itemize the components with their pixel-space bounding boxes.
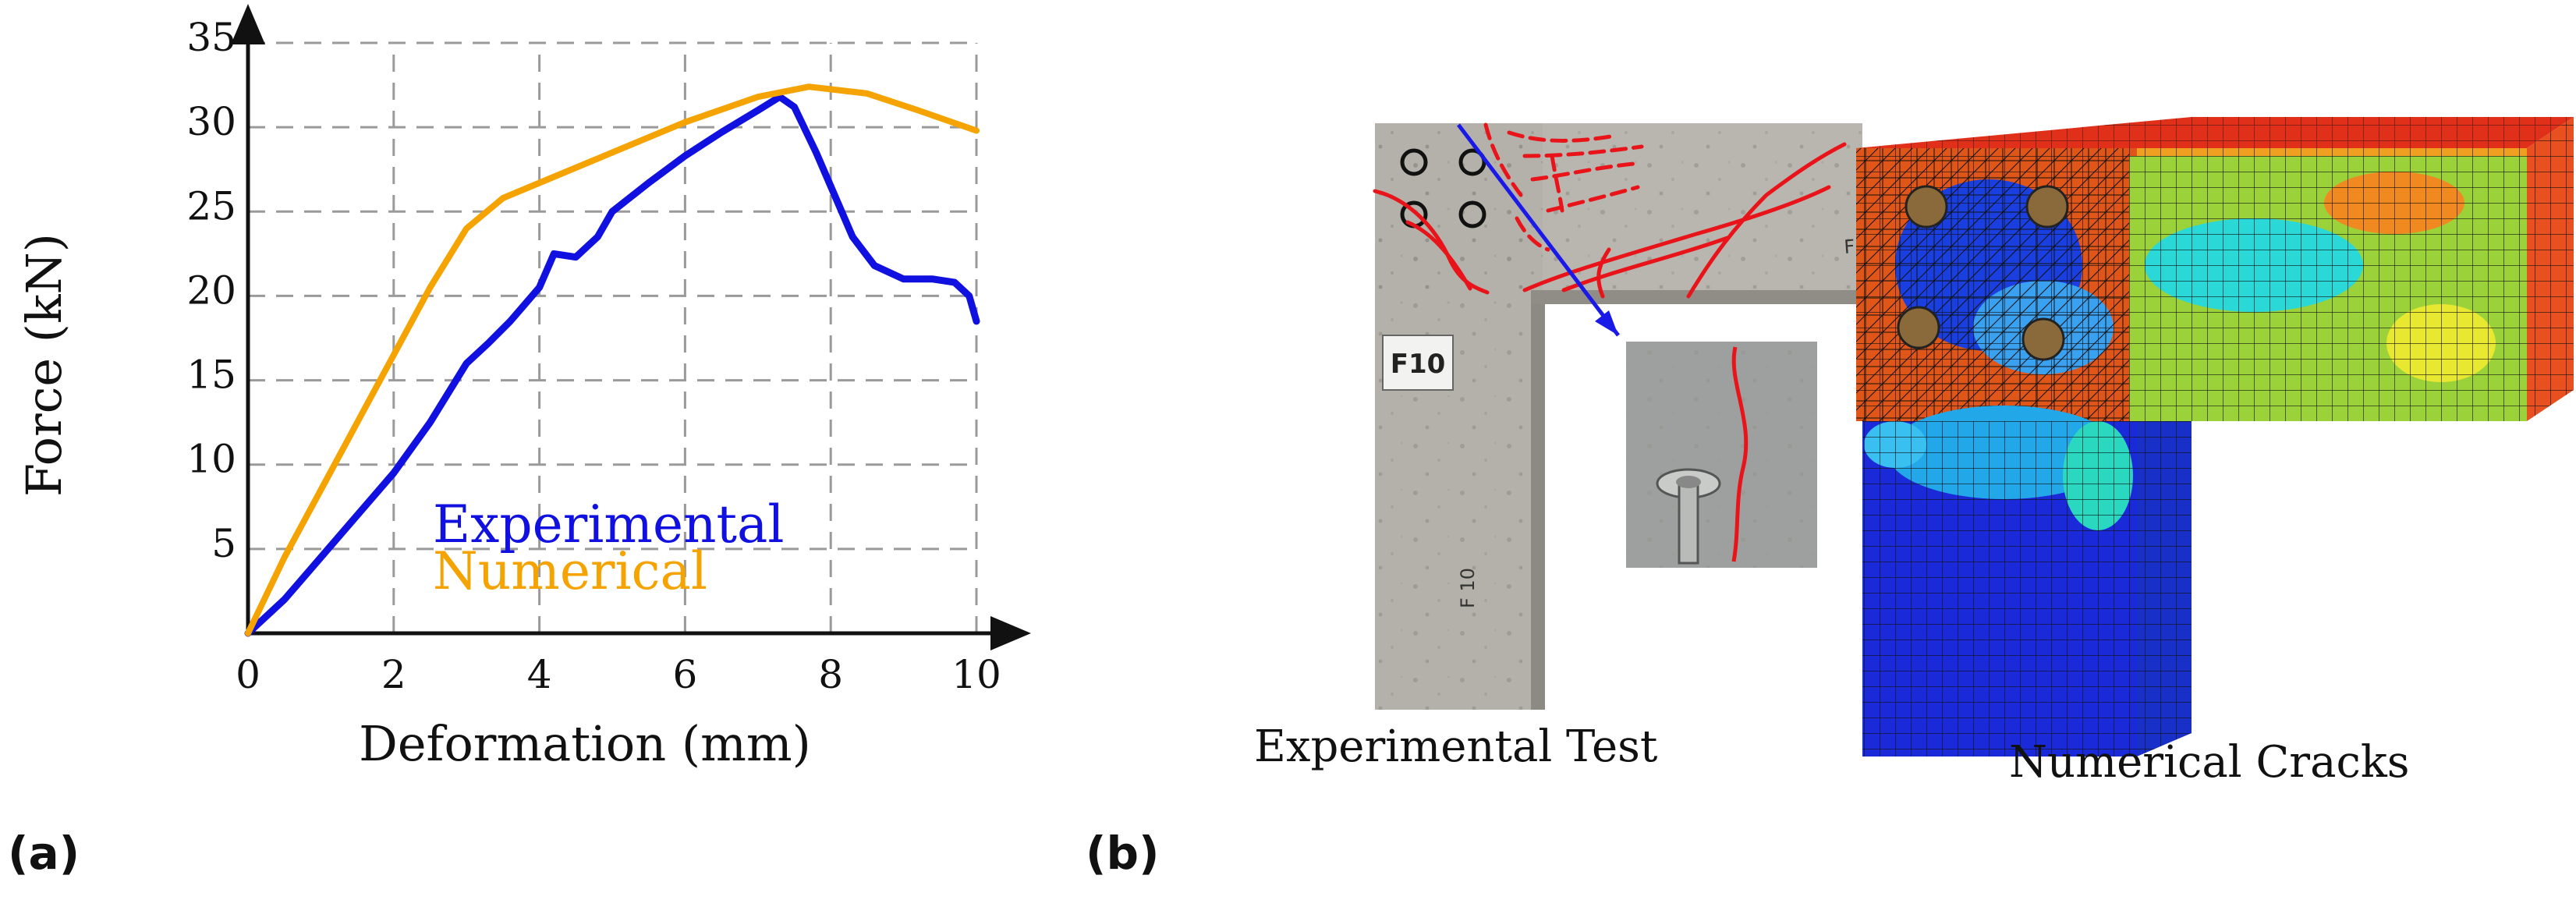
force-deformation-chart: 0 2 4 6 8 10 5 10 15 20 25 30 35 Deformation (mm) Fo… bbox=[16, 4, 1031, 772]
x-tick-label-4: 4 bbox=[527, 652, 552, 697]
chart-axes bbox=[231, 4, 1031, 650]
zoom-arrow bbox=[1457, 123, 1620, 337]
y-tick-label-25: 25 bbox=[186, 183, 236, 229]
legend-experimental: Experimental bbox=[433, 494, 785, 555]
x-tick-label-8: 8 bbox=[818, 652, 843, 697]
y-tick-label-30: 30 bbox=[186, 99, 236, 144]
y-axis-label: Force (kN) bbox=[16, 233, 73, 497]
f10-tag bbox=[1382, 335, 1454, 391]
legend-numerical: Numerical bbox=[433, 541, 707, 601]
chart-grid bbox=[248, 41, 978, 633]
y-tick-label-10: 10 bbox=[186, 437, 236, 482]
crack-lines bbox=[1373, 122, 1847, 299]
panel-a-label: (a) bbox=[8, 827, 80, 880]
series-lines bbox=[244, 83, 980, 637]
panel-b-label: (b) bbox=[1086, 827, 1160, 880]
x-tick-label-0: 0 bbox=[236, 652, 260, 697]
x-tick-label-6: 6 bbox=[672, 652, 697, 697]
series-line-numerical bbox=[245, 83, 980, 636]
y-tick-label-5: 5 bbox=[211, 521, 236, 566]
inner-edge-shadow bbox=[1531, 290, 1545, 710]
x-axis-label: Deformation (mm) bbox=[359, 715, 811, 772]
x-tick-label-2: 2 bbox=[381, 652, 406, 697]
y-axis-arrow bbox=[231, 4, 265, 44]
photo-caption: Experimental Test bbox=[1254, 721, 1658, 772]
tick-labels: 0 2 4 6 8 10 5 10 15 20 25 30 35 bbox=[186, 15, 1001, 697]
series-line-experimental bbox=[244, 93, 980, 637]
arrow-head bbox=[1595, 310, 1618, 335]
f10-tag-label: F10 bbox=[1391, 349, 1446, 380]
y-tick-label-15: 15 bbox=[186, 353, 236, 398]
x-axis-arrow bbox=[990, 616, 1031, 650]
zoom-inset bbox=[1626, 342, 1817, 568]
y-tick-label-35: 35 bbox=[186, 15, 236, 60]
y-tick-label-20: 20 bbox=[186, 268, 236, 313]
fem-bolts bbox=[1897, 185, 2069, 361]
experimental-photo: F10 F 10 F 10 bbox=[1373, 122, 1885, 710]
fem-caption: Numerical Cracks bbox=[2009, 737, 2410, 788]
numerical-cracks-model bbox=[1856, 117, 2574, 756]
column-marker: F 10 bbox=[1457, 568, 1479, 608]
x-tick-label-10: 10 bbox=[951, 652, 1001, 697]
